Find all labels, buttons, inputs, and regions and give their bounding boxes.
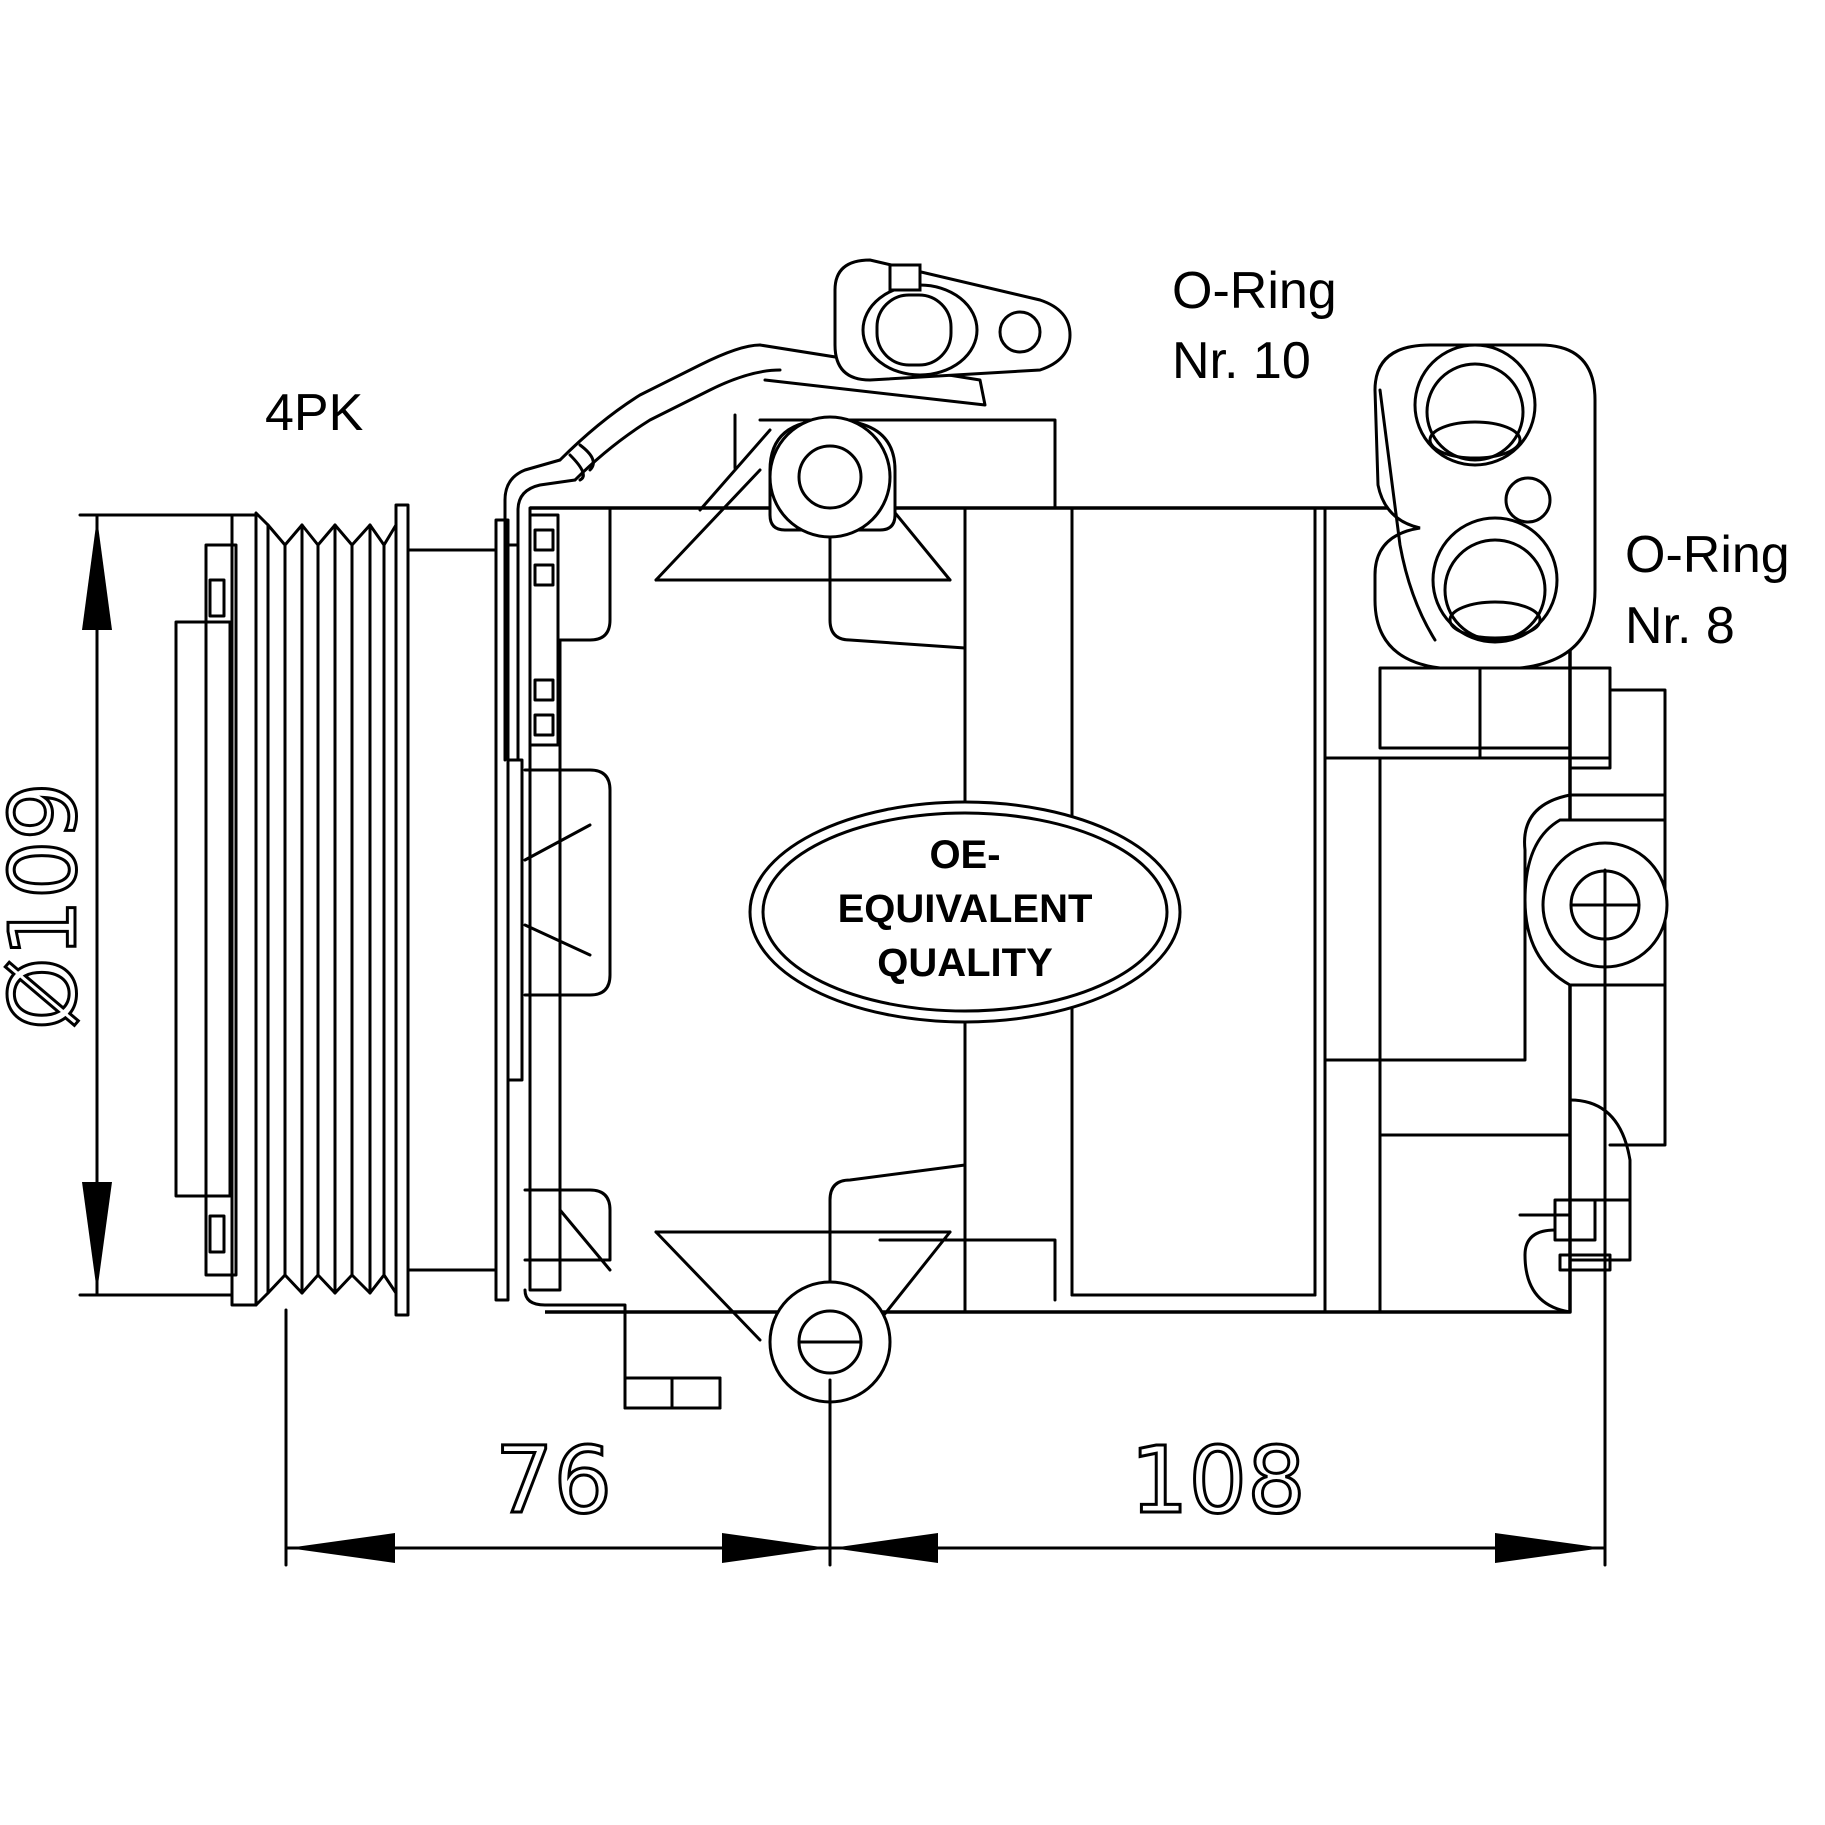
electrical-connector xyxy=(503,258,1072,762)
badge-line-3: QUALITY xyxy=(877,941,1053,985)
upper-mounting-eye xyxy=(768,415,897,539)
length-dimensions: 76 108 xyxy=(284,868,1607,1567)
lower-mounting-eye xyxy=(768,1280,892,1404)
oring-nr8-label-line2: Nr. 8 xyxy=(1625,597,1735,655)
pulley xyxy=(174,503,498,1317)
right-length-value: 108 xyxy=(1130,1427,1306,1534)
oring-nr8-label-line1: O-Ring xyxy=(1625,526,1790,584)
left-length-value: 76 xyxy=(495,1427,612,1534)
badge-line-1: OE- xyxy=(929,833,1000,877)
badge-line-2: EQUIVALENT xyxy=(838,887,1093,931)
oe-quality-badge: OE- EQUIVALENT QUALITY xyxy=(748,800,1182,1024)
oring-nr10-label-line1: O-Ring xyxy=(1172,262,1337,320)
oring-nr10-label-line2: Nr. 10 xyxy=(1172,332,1311,390)
belt-profile-label: 4PK xyxy=(265,384,364,442)
front-housing xyxy=(494,506,722,1410)
port-manifold xyxy=(1373,343,1597,670)
diameter-value: Ø109 xyxy=(0,782,97,1030)
rear-housing xyxy=(1323,666,1669,1314)
diameter-dimension: Ø109 xyxy=(0,513,234,1297)
